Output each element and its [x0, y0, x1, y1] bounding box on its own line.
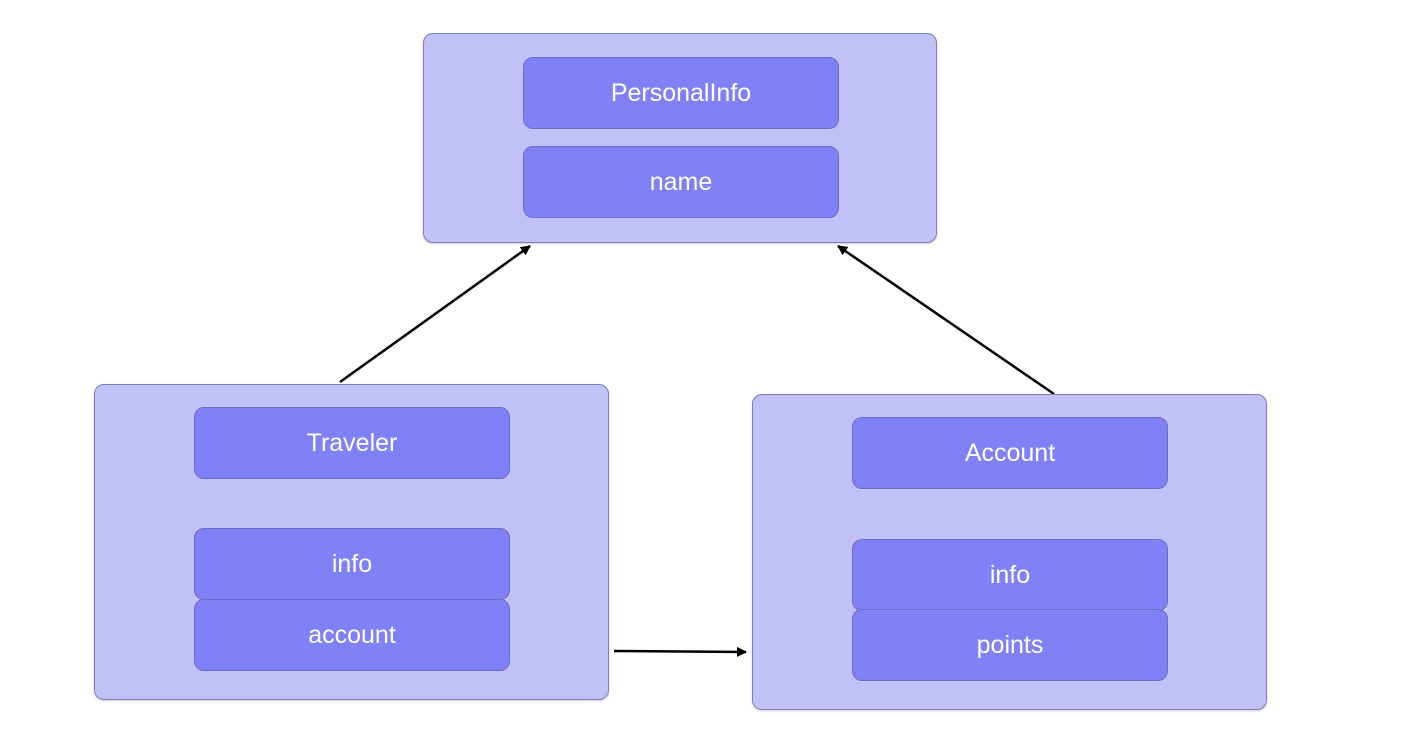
account-node[interactable]: Account info points: [752, 394, 1267, 710]
edge-traveler-to-account: [613, 646, 747, 657]
traveler-node[interactable]: Traveler info account: [94, 384, 609, 700]
account-field-info: info: [852, 539, 1168, 611]
edge-traveler-to-personal-info: [339, 244, 531, 384]
personal-info-node[interactable]: PersonalInfo name: [423, 33, 937, 243]
account-field-points: points: [852, 609, 1168, 681]
traveler-title: Traveler: [194, 407, 510, 479]
account-title: Account: [852, 417, 1168, 489]
traveler-field-info: info: [194, 528, 510, 600]
edge-account-to-personal-info: [837, 244, 1055, 396]
traveler-field-account: account: [194, 599, 510, 671]
personal-info-field-name: name: [523, 146, 839, 218]
personal-info-title: PersonalInfo: [523, 57, 839, 129]
